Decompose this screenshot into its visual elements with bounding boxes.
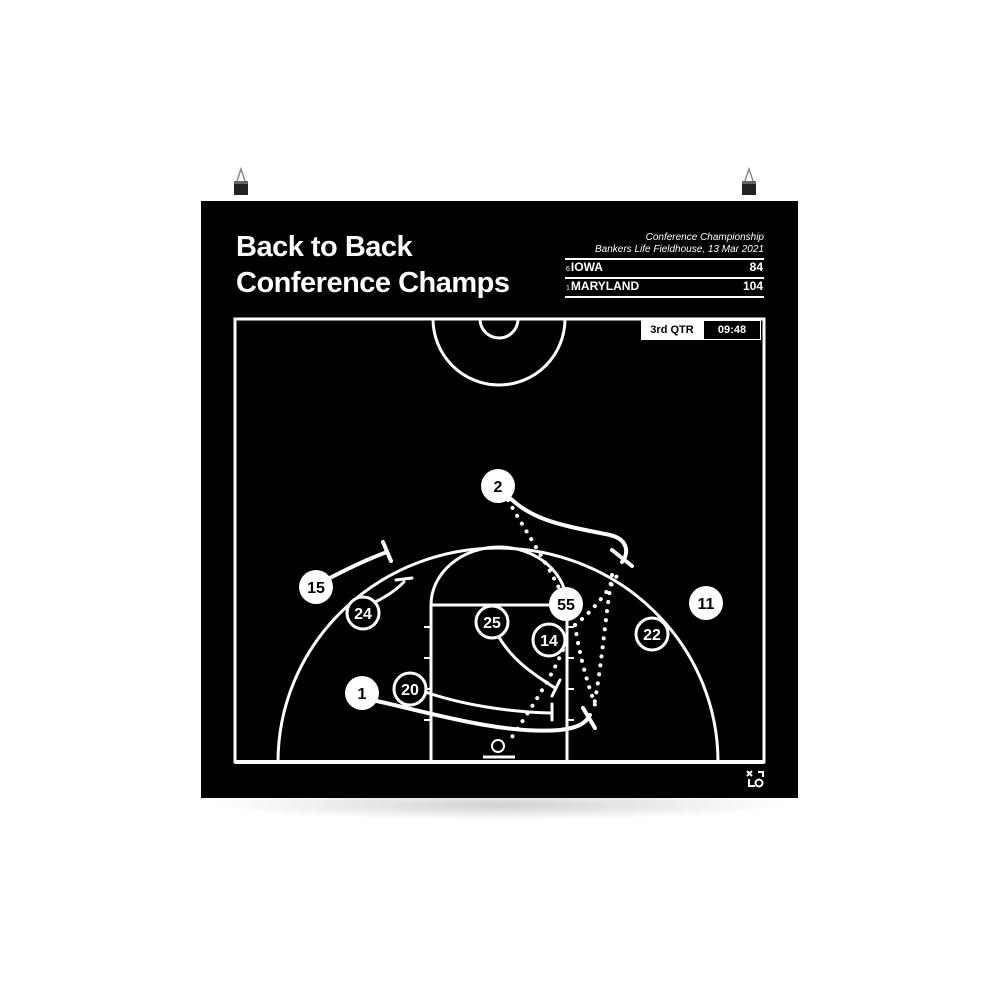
defense-player-22: 22: [634, 616, 670, 652]
scoreboard: Conference Championship Bankers Life Fie…: [565, 232, 764, 298]
x-o-logo-icon: [746, 770, 764, 788]
team-score: 104: [742, 279, 763, 293]
player-number: 22: [643, 627, 661, 644]
player-number: 14: [540, 633, 558, 650]
team-seed: 6: [566, 266, 570, 273]
team-name: IOWA: [570, 260, 603, 274]
screen-mark: [550, 678, 562, 698]
player-marker: [634, 616, 670, 652]
defense-player-24: 24: [345, 595, 381, 631]
three-point-arc: [276, 546, 720, 763]
player-number: 25: [483, 615, 501, 632]
offense-player-15: 15: [299, 570, 333, 604]
team-score: 84: [749, 260, 763, 274]
player-marker: [299, 570, 333, 604]
team-row: 6IOWA 84: [565, 258, 764, 277]
pass-paths: [506, 498, 622, 742]
cut-path-25: [493, 628, 557, 690]
player-number: 24: [354, 606, 372, 623]
player-marker: [474, 604, 510, 640]
title-line-1: Back to Back: [236, 231, 413, 263]
player-marker: [345, 595, 381, 631]
pass-to-basket: [508, 648, 565, 742]
cut-path-15: [324, 550, 389, 582]
offense-player-11: 11: [689, 586, 723, 620]
player-number: 15: [307, 580, 325, 597]
screen-mark: [381, 540, 393, 563]
center-inner-circle: [478, 318, 520, 340]
cut-path-20: [418, 688, 552, 715]
screen-mark: [581, 706, 597, 730]
quarter: 3rd QTR: [641, 320, 703, 340]
pass-wing-to-corner: [591, 573, 614, 712]
venue-date: Bankers Life Fieldhouse, 13 Mar 2021: [595, 244, 764, 255]
title-line-2: Conference Champs: [236, 267, 510, 299]
team-seed: 1: [566, 285, 570, 292]
screen-mark: [394, 576, 414, 582]
player-number: 11: [698, 596, 715, 613]
player-number: 20: [401, 682, 419, 699]
pass-55-to-wing: [573, 568, 622, 627]
players: 2 15 1 55 11 24 25 14 20 22: [299, 469, 723, 710]
event-name: Conference Championship: [645, 232, 764, 243]
baseline: [235, 760, 764, 764]
player-marker: [531, 622, 567, 658]
offense-player-2: 2: [481, 469, 515, 503]
defense-player-20: 20: [392, 671, 428, 707]
basketball-icon: [491, 739, 505, 753]
pass-dots: [573, 623, 597, 707]
player-number: 1: [358, 686, 367, 703]
offense-player-55: 55: [549, 587, 583, 621]
cut-path-2: [504, 492, 629, 564]
court-lines: [233, 317, 766, 764]
player-number: 55: [557, 597, 575, 614]
player-marker: [689, 586, 723, 620]
offense-player-1: 1: [345, 676, 379, 710]
free-throw-circle: [429, 545, 569, 606]
binder-clip-left-icon: [234, 167, 248, 195]
player-marker: [345, 676, 379, 710]
movement-paths: [324, 492, 634, 733]
team-row: 1MARYLAND 104: [565, 277, 764, 298]
team-name: MARYLAND: [570, 279, 640, 293]
defense-player-25: 25: [474, 604, 510, 640]
player-marker: [392, 671, 428, 707]
poster-title: Back to Back Conference Champs: [236, 229, 510, 301]
screen-mark: [610, 548, 634, 568]
center-circle: [431, 318, 567, 387]
player-marker: [549, 587, 583, 621]
pass-2-to-55: [506, 498, 562, 592]
game-clock: 3rd QTR 09:48: [641, 320, 761, 340]
cut-path-24: [373, 580, 406, 604]
defense-player-14: 14: [531, 622, 567, 658]
cut-path-1: [370, 698, 592, 733]
player-marker: [481, 469, 515, 503]
binder-clip-right-icon: [742, 167, 756, 195]
time-remaining: 09:48: [703, 320, 761, 340]
player-number: 2: [494, 479, 503, 496]
